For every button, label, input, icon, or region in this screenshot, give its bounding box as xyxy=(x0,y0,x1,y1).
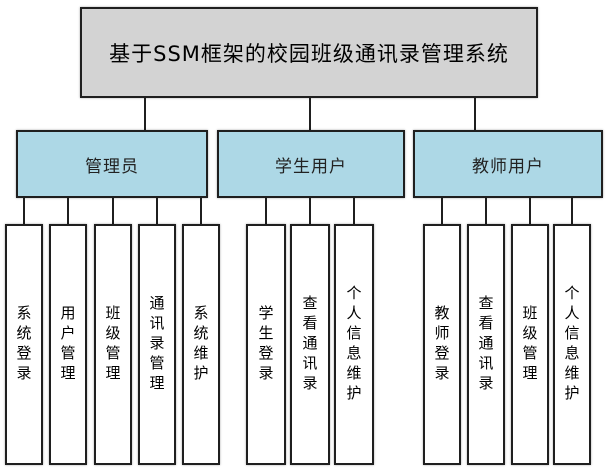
leaf-node-label: 教师登录 xyxy=(432,304,451,385)
connector-line xyxy=(474,97,476,131)
connector-line xyxy=(571,196,573,225)
leaf-node: 系统维护 xyxy=(182,224,220,465)
leaf-node-label: 学生登录 xyxy=(256,304,275,385)
connector-line xyxy=(309,97,311,131)
connector-line xyxy=(67,196,69,225)
leaf-node: 班级管理 xyxy=(94,224,132,465)
branch-node-teacher: 教师用户 xyxy=(413,130,603,198)
connector-line xyxy=(156,196,158,225)
leaf-node-label: 查看通讯录 xyxy=(476,294,495,395)
leaf-node-label: 系统登录 xyxy=(14,304,33,385)
leaf-node-label: 通讯录管理 xyxy=(147,294,166,395)
root-node-label: 基于SSM框架的校园班级通讯录管理系统 xyxy=(109,41,509,66)
leaf-node: 用户管理 xyxy=(49,224,87,465)
leaf-node-label: 系统维护 xyxy=(191,304,210,385)
branch-node-label: 教师用户 xyxy=(472,156,544,177)
branch-node-label: 学生用户 xyxy=(275,156,347,177)
leaf-node-label: 班级管理 xyxy=(520,304,539,385)
branch-node-manager: 管理员 xyxy=(16,130,208,198)
connector-line xyxy=(112,196,114,225)
leaf-node: 教师登录 xyxy=(423,224,461,465)
branch-node-student: 学生用户 xyxy=(217,130,405,198)
leaf-node: 个人信息维护 xyxy=(334,224,374,465)
leaf-node-label: 用户管理 xyxy=(58,304,77,385)
leaf-node-label: 查看通讯录 xyxy=(300,294,319,395)
connector-line xyxy=(200,196,202,225)
root-node: 基于SSM框架的校园班级通讯录管理系统 xyxy=(80,7,538,98)
leaf-node: 查看通讯录 xyxy=(290,224,330,465)
connector-line xyxy=(144,97,146,131)
leaf-node: 通讯录管理 xyxy=(138,224,176,465)
connector-line xyxy=(485,196,487,225)
leaf-node: 学生登录 xyxy=(246,224,286,465)
connector-line xyxy=(23,196,25,225)
connector-line xyxy=(353,196,355,225)
leaf-node: 个人信息维护 xyxy=(553,224,591,465)
connector-line xyxy=(265,196,267,225)
leaf-node-label: 个人信息维护 xyxy=(344,284,363,405)
leaf-node-label: 个人信息维护 xyxy=(562,284,581,405)
connector-line xyxy=(441,196,443,225)
leaf-node: 系统登录 xyxy=(5,224,43,465)
leaf-node: 班级管理 xyxy=(511,224,549,465)
connector-line xyxy=(309,196,311,225)
branch-node-label: 管理员 xyxy=(85,156,139,177)
leaf-node-label: 班级管理 xyxy=(103,304,122,385)
leaf-node: 查看通讯录 xyxy=(467,224,505,465)
connector-line xyxy=(529,196,531,225)
